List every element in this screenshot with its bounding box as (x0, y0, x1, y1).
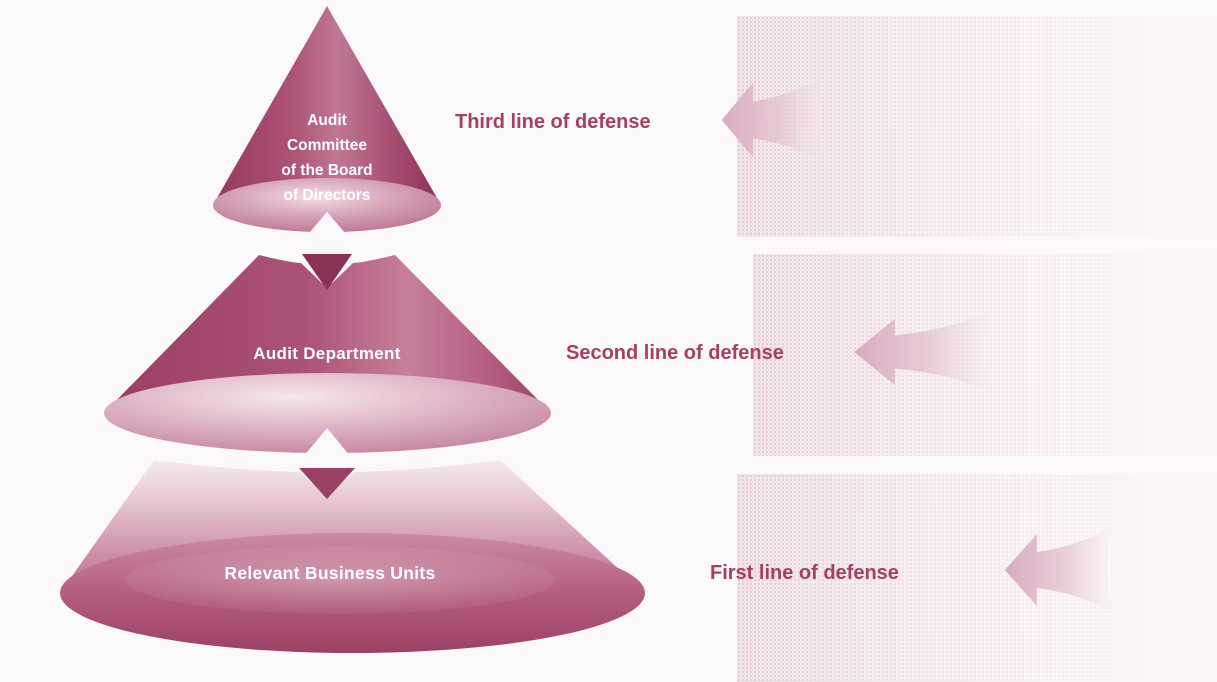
tier-top-label-line-1: Audit (307, 112, 347, 129)
tier-top-label: Audit Committee of the Board of Director… (217, 108, 437, 208)
left-arrow-icon-third-line (721, 72, 832, 168)
tier-middle-rim (104, 373, 551, 453)
tier-bottom-shape (60, 460, 645, 653)
left-arrow-icon-second-line (854, 309, 997, 395)
tier-top-label-line-4: of Directors (283, 187, 371, 204)
tier-top-body (213, 6, 441, 232)
texture-band-bottom (737, 474, 1217, 682)
tier-bottom-wedge (299, 468, 355, 499)
tier-middle-wedge (302, 254, 352, 290)
tier-top-shape (213, 6, 441, 240)
annotation-second-line: Second line of defense (566, 342, 784, 364)
tier-top-label-line-2: Committee (286, 137, 368, 154)
annotation-third-line: Third line of defense (455, 111, 651, 133)
tier-middle-notch (299, 428, 355, 462)
tier-top-notch (303, 212, 351, 240)
annotation-first-line: First line of defense (710, 562, 899, 584)
tier-middle-label: Audit Department (253, 344, 401, 363)
texture-band-middle (753, 254, 1217, 456)
tier-bottom-label: Relevant Business Units (224, 563, 436, 583)
tier-middle-shape (104, 254, 551, 462)
tier-top-rim (213, 178, 441, 232)
left-arrow-icon-first-line (1004, 524, 1118, 616)
pyramid-cone (60, 6, 645, 653)
tier-bottom-sheen (125, 546, 555, 614)
tier-top-label-line-3: of the Board (281, 162, 373, 179)
